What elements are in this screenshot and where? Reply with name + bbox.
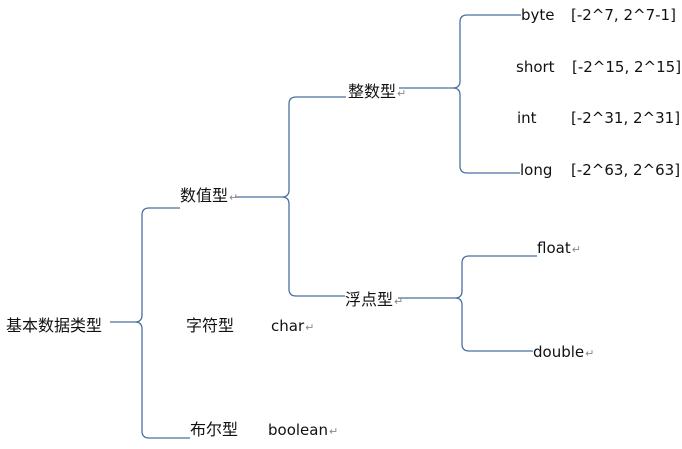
type-long-range-text: [-2^63, 2^63] [571, 161, 681, 179]
connector-integer [399, 14, 521, 174]
connector-float [398, 255, 537, 352]
node-bool-group-label: 布尔型 [190, 420, 239, 439]
node-float-group-label: 浮点型 [345, 290, 394, 309]
connector-root [110, 207, 190, 439]
type-byte-range: [-2^7, 2^7-1] [571, 5, 676, 25]
type-boolean-name: boolean [268, 421, 328, 439]
type-int-range-text: [-2^31, 2^31] [571, 109, 681, 127]
paragraph-mark: ↵ [229, 191, 239, 204]
node-numeric: 数值型↵ [180, 186, 238, 208]
paragraph-mark: ↵ [585, 347, 595, 360]
node-bool-group: 布尔型 [190, 420, 238, 440]
type-char-name: char [271, 317, 305, 335]
node-char-group-label: 字符型 [186, 316, 235, 335]
type-long: long [520, 160, 552, 180]
type-float: float↵ [537, 238, 581, 260]
paragraph-mark: ↵ [305, 321, 315, 334]
type-int-range: [-2^31, 2^31] [571, 108, 680, 128]
node-numeric-label: 数值型 [180, 186, 229, 205]
paragraph-mark: ↵ [397, 87, 407, 100]
node-root: 基本数据类型 [6, 316, 102, 336]
type-short: short [516, 57, 555, 77]
type-int: int [517, 108, 537, 128]
connector-lines [110, 14, 537, 439]
node-char-group: 字符型 [186, 316, 234, 336]
type-char: char↵ [271, 316, 314, 338]
type-byte: byte [521, 5, 555, 25]
node-integer: 整数型↵ [348, 82, 406, 104]
paragraph-mark: ↵ [328, 425, 339, 438]
type-short-name: short [516, 58, 555, 76]
type-float-name: float [537, 239, 571, 257]
node-float-group: 浮点型↵ [345, 290, 403, 312]
type-short-range-text: [-2^15, 2^15] [572, 58, 682, 76]
connector-numeric [235, 96, 346, 297]
type-short-range: [-2^15, 2^15] [572, 57, 681, 77]
type-byte-name: byte [521, 6, 555, 24]
paragraph-mark: ↵ [571, 243, 581, 256]
type-boolean: boolean↵ [268, 420, 338, 442]
type-int-name: int [517, 109, 537, 127]
type-long-name: long [520, 161, 553, 179]
type-double-name: double [533, 343, 585, 361]
paragraph-mark: ↵ [394, 295, 404, 308]
node-root-label: 基本数据类型 [6, 316, 103, 335]
type-double: double↵ [533, 342, 594, 364]
node-integer-label: 整数型 [348, 82, 397, 101]
type-byte-range-text: [-2^7, 2^7-1] [571, 6, 676, 24]
type-long-range: [-2^63, 2^63] [571, 160, 680, 180]
